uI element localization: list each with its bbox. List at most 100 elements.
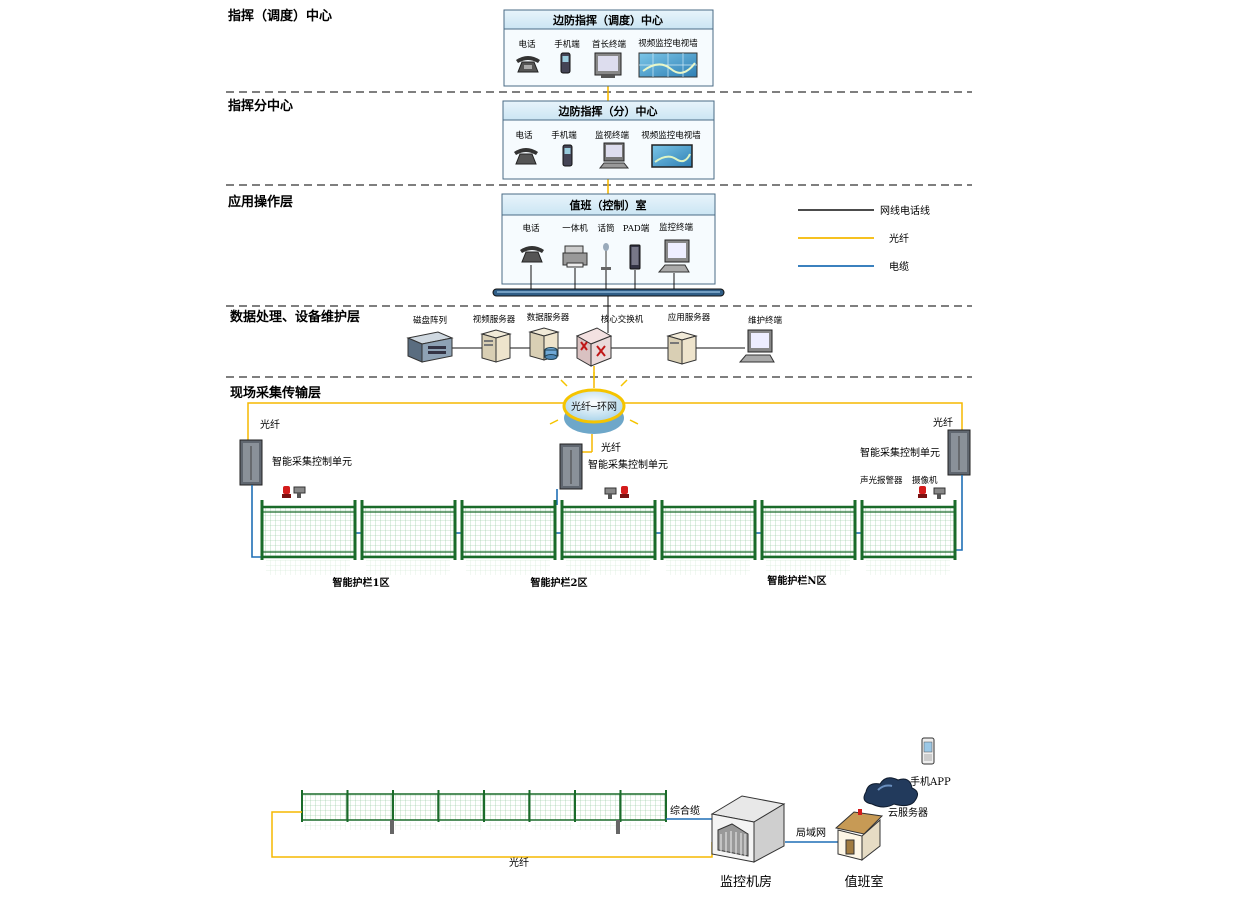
alarm-icon xyxy=(282,486,291,498)
tv-screen-icon xyxy=(651,144,693,168)
layer-separators xyxy=(226,91,972,378)
monitoring-terminal-icon xyxy=(657,239,690,273)
fence-panel xyxy=(437,790,485,830)
microphone-icon xyxy=(601,243,611,270)
device-label: 一体机 xyxy=(562,223,588,234)
phone-app-label: 手机APP xyxy=(910,775,951,788)
fence-panel xyxy=(574,790,621,830)
control-room-title: 值班（控制）室 xyxy=(570,198,647,212)
bottom-fiber-label: 光纤 xyxy=(509,856,529,869)
alarm-icon xyxy=(620,486,629,498)
video-wall-icon xyxy=(638,52,698,78)
data-processing-layer: 磁盘阵列 视频服务器 数据服务器 核心交换机 应用服务器 维护终端 xyxy=(406,296,783,367)
fence-panel xyxy=(392,790,439,830)
camera-icon xyxy=(293,486,306,498)
pad-device-icon xyxy=(629,244,641,270)
device-label: 数据服务器 xyxy=(527,312,570,323)
fiber-label-right: 光纤 xyxy=(933,416,953,429)
fence-panel xyxy=(760,500,857,575)
device-label: 电话 xyxy=(522,223,540,234)
layer-label-command-center: 指挥（调度）中心 xyxy=(228,8,332,24)
legend-label: 网线电话线 xyxy=(880,204,930,217)
legend-label: 电缆 xyxy=(889,260,909,273)
fence-panel xyxy=(460,500,557,575)
sub-center-title: 边防指挥（分）中心 xyxy=(558,104,658,118)
fence-panel xyxy=(619,790,667,830)
duty-room-house-icon xyxy=(834,809,884,862)
mobile-phone-icon xyxy=(562,144,573,167)
device-label: 磁盘阵列 xyxy=(413,315,447,326)
fence-post xyxy=(616,820,620,834)
telephone-icon xyxy=(514,148,538,165)
camera-icon xyxy=(604,487,617,499)
device-label: 核心交换机 xyxy=(601,314,644,325)
fence-zone-label: 智能护栏N区 xyxy=(767,574,826,587)
device-label: 监控终端 xyxy=(659,222,694,233)
control-cabinet-left xyxy=(239,439,263,486)
device-label: 手机端 xyxy=(551,130,577,141)
fence-panel xyxy=(660,500,757,575)
control-room-box: 值班（控制）室 电话 一体机 话筒 PAD端 监控终端 xyxy=(501,193,716,291)
monitoring-room-building-icon xyxy=(710,795,786,863)
data-server-icon xyxy=(528,327,560,361)
mobile-phone-icon xyxy=(921,737,935,765)
smart-fence-row xyxy=(260,500,957,575)
layer-label-sub-center: 指挥分中心 xyxy=(228,98,293,114)
device-label: 应用服务器 xyxy=(668,312,711,323)
network-bus-bar xyxy=(492,288,725,297)
layer-label-field-collection: 现场采集传输层 xyxy=(230,385,321,401)
duty-room-label: 值班室 xyxy=(844,874,883,890)
device-label: 视频服务器 xyxy=(473,314,516,325)
device-label: 电话 xyxy=(515,130,533,141)
monitor-terminal-icon xyxy=(598,142,630,169)
telephone-icon xyxy=(516,56,540,73)
legend-label: 光纤 xyxy=(889,232,909,245)
device-label: 手机端 xyxy=(554,39,580,50)
cloud-server-label: 云服务器 xyxy=(888,806,928,819)
telephone-icon xyxy=(520,246,544,263)
fence-panel xyxy=(560,500,657,575)
disk-array-icon xyxy=(406,331,454,363)
alarm-icon xyxy=(918,486,927,498)
alarm-label: 声光报警器 xyxy=(860,475,903,486)
camera-label: 摄像机 xyxy=(912,475,938,486)
composite-cable-label: 综合缆 xyxy=(670,804,700,817)
control-unit-label-right: 智能采集控制单元 xyxy=(860,446,940,459)
device-label: 电话 xyxy=(518,39,536,50)
fence-panel xyxy=(528,790,576,830)
device-label: 监视终端 xyxy=(595,130,630,141)
device-label: 维护终端 xyxy=(748,315,783,326)
fiber-label-middle: 光纤 xyxy=(601,441,621,454)
control-cabinet-middle xyxy=(559,443,583,490)
device-label: PAD端 xyxy=(623,223,650,234)
control-unit-label-left: 智能采集控制单元 xyxy=(272,455,352,468)
device-label: 视频监控电视墙 xyxy=(641,130,701,141)
application-server-icon xyxy=(666,331,698,365)
mobile-phone-icon xyxy=(560,52,571,74)
command-center-box: 边防指挥（调度）中心 电话 手机端 首长终端 视频监控电视墙 xyxy=(503,9,714,87)
command-center-title: 边防指挥（调度）中心 xyxy=(552,13,663,27)
device-label: 视频监控电视墙 xyxy=(638,38,698,49)
terminal-icon xyxy=(594,52,622,78)
maintenance-terminal-icon xyxy=(738,329,775,363)
device-label: 首长终端 xyxy=(592,39,627,50)
fence-panel xyxy=(860,500,957,575)
fence-zone-label: 智能护栏1区 xyxy=(333,576,390,589)
fence-panel xyxy=(360,500,457,575)
camera-icon xyxy=(933,487,946,499)
fence-panel xyxy=(346,790,394,830)
core-switch-icon xyxy=(575,327,613,367)
bottom-fence-row xyxy=(301,790,667,834)
control-unit-label-middle: 智能采集控制单元 xyxy=(588,458,668,471)
cloud-server-icon xyxy=(863,777,918,808)
lan-label: 局域网 xyxy=(796,826,826,839)
fence-panel xyxy=(301,790,348,830)
video-server-icon xyxy=(480,329,512,363)
layer-label-data-processing: 数据处理、设备维护层 xyxy=(230,309,360,325)
monitoring-room-label: 监控机房 xyxy=(720,874,772,890)
layer-label-application: 应用操作层 xyxy=(228,194,293,210)
all-in-one-machine-icon xyxy=(562,245,588,268)
legend: 网线电话线 光纤 电缆 xyxy=(798,204,930,273)
fiber-ring-label: 光纤─环网 xyxy=(571,400,617,413)
